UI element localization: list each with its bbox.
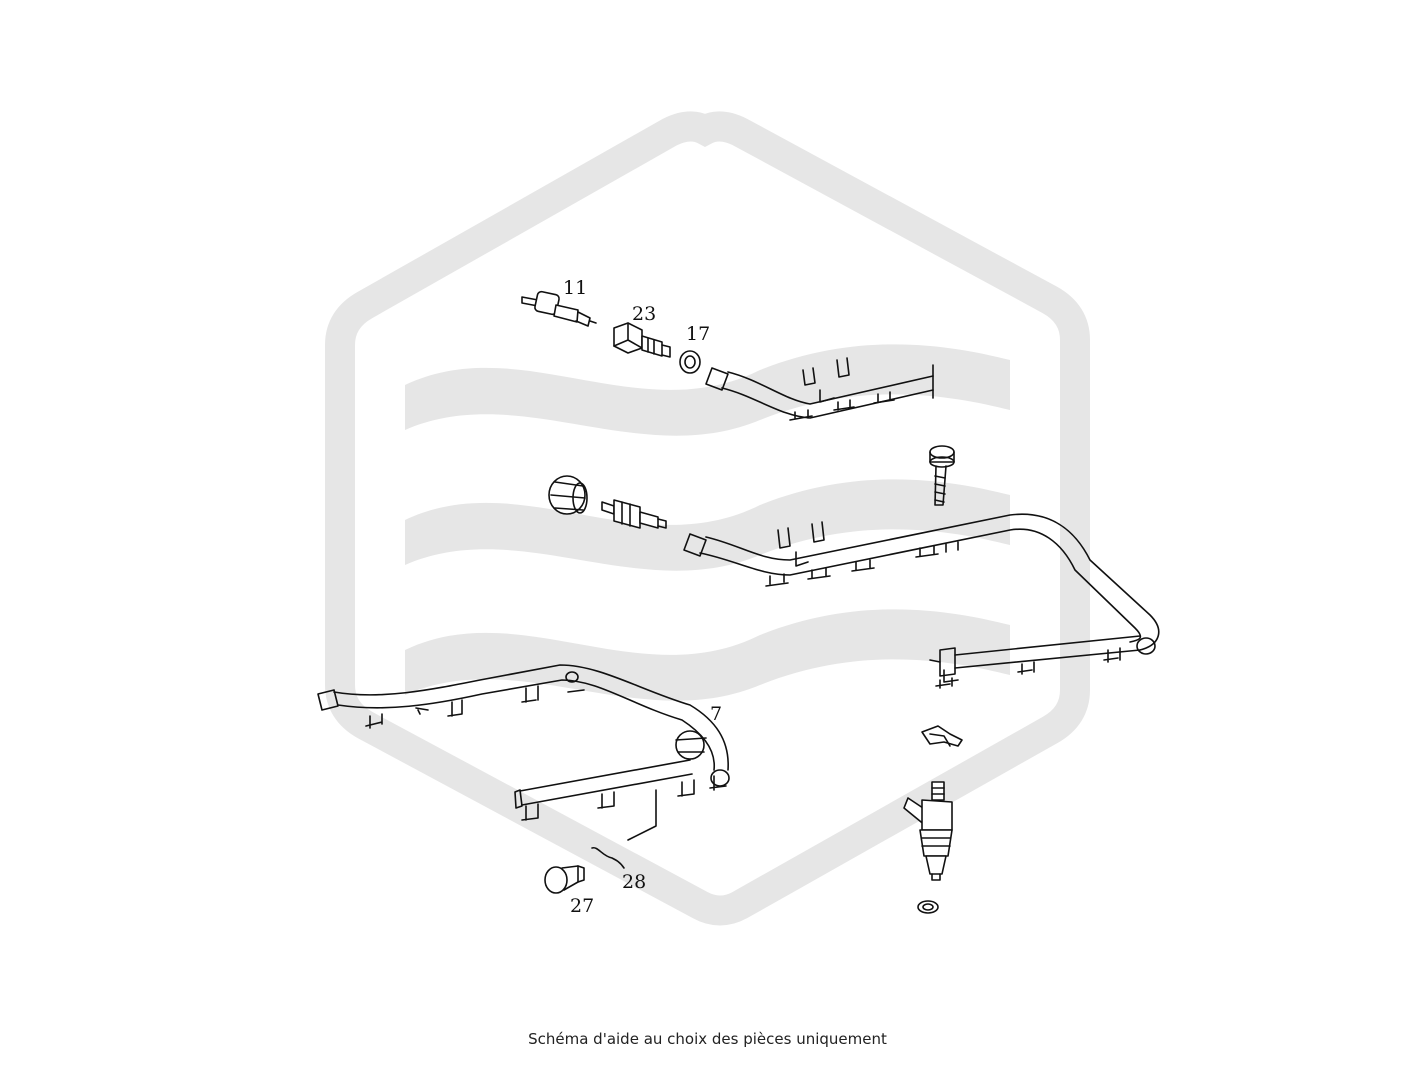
callout-11: 11 — [563, 277, 587, 299]
diagram-caption: Schéma d'aide au choix des pièces unique… — [528, 1030, 887, 1048]
watermark-wave-middle — [405, 479, 1010, 571]
callout-17: 17 — [686, 323, 710, 345]
upper-fuel-rail — [705, 357, 934, 421]
watermark-wave-bottom — [405, 609, 1010, 701]
left-lower-fuel-rail — [317, 664, 730, 821]
injector-seal-ring — [917, 900, 939, 914]
part-28-line — [591, 789, 657, 869]
part-27-pressure-valve — [544, 865, 585, 894]
right-lower-fuel-rail — [929, 635, 1141, 689]
watermark-logo — [325, 111, 1090, 926]
part-11-connector — [521, 290, 597, 327]
middle-fitting-cap — [548, 475, 588, 515]
callout-27: 27 — [570, 895, 594, 917]
part-17-sealing-ring — [679, 350, 701, 374]
callout-23: 23 — [632, 303, 656, 325]
watermark-hexagon — [325, 111, 1090, 926]
mounting-bolt — [929, 445, 955, 506]
fuel-injector — [903, 781, 953, 881]
fuel-rail-exploded-diagram: 11 23 17 7 28 27 — [317, 111, 1160, 926]
callout-28: 28 — [622, 871, 646, 893]
middle-fitting-adapter — [601, 499, 667, 529]
part-23-sensor — [613, 322, 671, 358]
watermark-wave-top — [405, 344, 1010, 436]
callout-7: 7 — [710, 703, 722, 725]
retaining-clip — [921, 725, 963, 747]
